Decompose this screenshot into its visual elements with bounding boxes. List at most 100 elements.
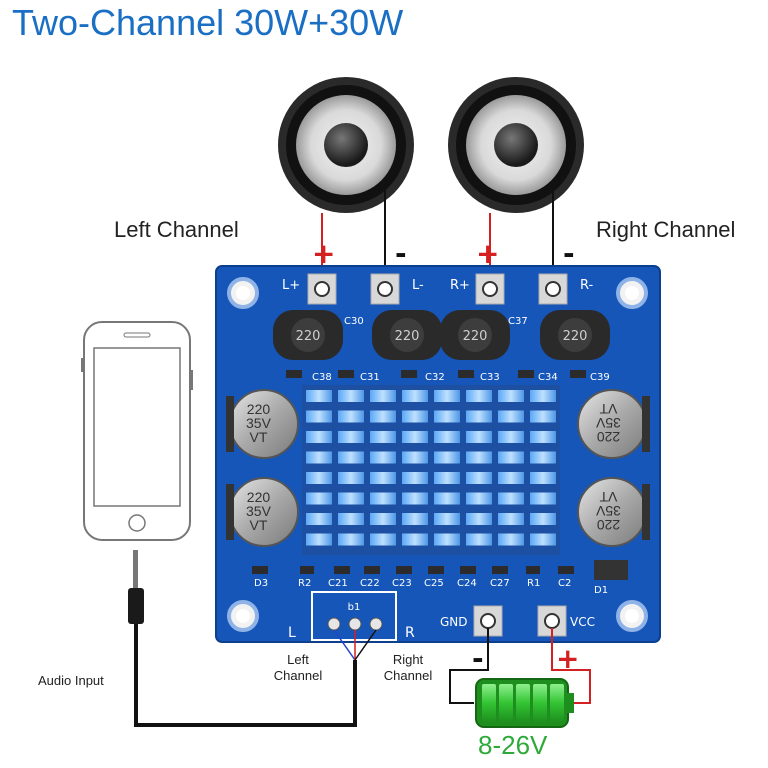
heatsink-fin [306,472,332,484]
svg-text:C37: C37 [508,316,528,327]
capacitors [226,389,650,547]
heatsink-fin [306,410,332,423]
heatsink-fin [530,410,556,423]
input-left-channel-label: Left Channel [273,652,323,683]
heatsink-fin [530,451,556,464]
heatsink-fin [370,410,396,423]
heatsink-fin [434,410,460,423]
heatsink-fin [338,431,364,443]
gnd-minus-sign: - [472,642,484,675]
svg-text:C30: C30 [344,316,364,327]
svg-text:C22: C22 [360,578,380,589]
heatsink-fin [466,533,492,546]
heatsink-fin [370,492,396,505]
battery-cell [550,684,564,722]
cap-text-1: 220 35V VT [246,401,271,445]
heatsink-fin [530,533,556,546]
battery-cell [533,684,547,722]
battery-cell [482,684,496,722]
voltage-label: 8-26V [478,730,548,760]
svg-text:C25: C25 [424,578,444,589]
board-l-label: L [288,625,296,641]
heatsink-fin [498,533,524,546]
heatsink-fin [402,513,428,525]
heatsink-fin [402,533,428,546]
board-r-label: R [405,625,415,641]
heatsink-fin [338,533,364,546]
heatsink-fin [498,472,524,484]
heatsink-fin [338,451,364,464]
heatsink-fin [530,472,556,484]
inductors [273,310,610,360]
heatsink-fin [498,451,524,464]
heatsink-fin [306,390,332,402]
inductor-label-3: 220 [463,329,488,344]
audio-cable [134,624,357,727]
input-wires [333,629,377,661]
heatsink-fin [338,390,364,402]
audio-plug [128,550,144,624]
vcc-label: VCC [570,615,595,629]
left-channel-label: Left Channel [114,217,239,242]
heatsink-fin [466,492,492,505]
svg-text:D3: D3 [254,578,268,589]
battery-cell [499,684,513,722]
heatsink-fin [498,390,524,402]
heatsink-fin [466,431,492,443]
heatsink-fin [498,513,524,525]
left-speaker [278,77,414,213]
heatsink-fin [370,431,396,443]
top-silkscreen: C30 C37 C38 C31 C32 C33 C34 C39 [312,316,610,383]
svg-text:C33: C33 [480,372,500,383]
svg-text:C38: C38 [312,372,332,383]
heatsink-fin [402,451,428,464]
battery-cell [516,684,530,722]
heatsink-fin [402,431,428,443]
amplifier-board: L+ L- R+ R- 220 220 220 220 [215,265,661,643]
heatsink-fin [434,492,460,505]
heatsink-fin [466,513,492,525]
heatsink-fin [370,513,396,525]
pin-label-r-minus: R- [580,278,594,293]
heatsink-fin [434,390,460,402]
heatsink-fin [306,431,332,443]
svg-text:C23: C23 [392,578,412,589]
svg-text:R2: R2 [298,578,311,589]
right-minus-sign: - [563,237,575,270]
inductor-label-1: 220 [296,329,321,344]
heatsink-fin [370,533,396,546]
heatsink-fin [498,410,524,423]
svg-text:C21: C21 [328,578,348,589]
svg-text:R1: R1 [527,578,540,589]
inductor-label-4: 220 [563,329,588,344]
heatsink-fin [434,533,460,546]
gnd-wire [449,628,489,704]
inductor-label-2: 220 [395,329,420,344]
heatsink-fin [498,431,524,443]
connector-label: b1 [348,602,361,613]
heatsink [302,385,560,555]
heatsink-fin [370,390,396,402]
gnd-label: GND [440,615,468,629]
diagram-title: Two-Channel 30W+30W [12,2,404,43]
heatsink-fin [306,492,332,505]
heatsink-fin [530,492,556,505]
input-right-channel-label: Right Channel [383,652,433,683]
heatsink-fin [370,472,396,484]
svg-text:C32: C32 [425,372,445,383]
heatsink-fin [402,410,428,423]
heatsink-fin [530,431,556,443]
pin-label-r-plus: R+ [450,278,470,293]
heatsink-fin [306,533,332,546]
vcc-plus-sign: + [556,642,579,675]
cap-text-2: 220 35V VT [246,489,271,533]
svg-text:C39: C39 [590,372,610,383]
left-plus-sign: + [312,237,335,270]
bottom-silkscreen: D3 R2 C21 C22 C23 C25 C24 C27 R1 C2 D1 [254,578,608,596]
heatsink-fin [434,513,460,525]
right-speaker [448,77,584,213]
audio-input-label: Audio Input [38,673,104,688]
heatsink-fin [338,410,364,423]
